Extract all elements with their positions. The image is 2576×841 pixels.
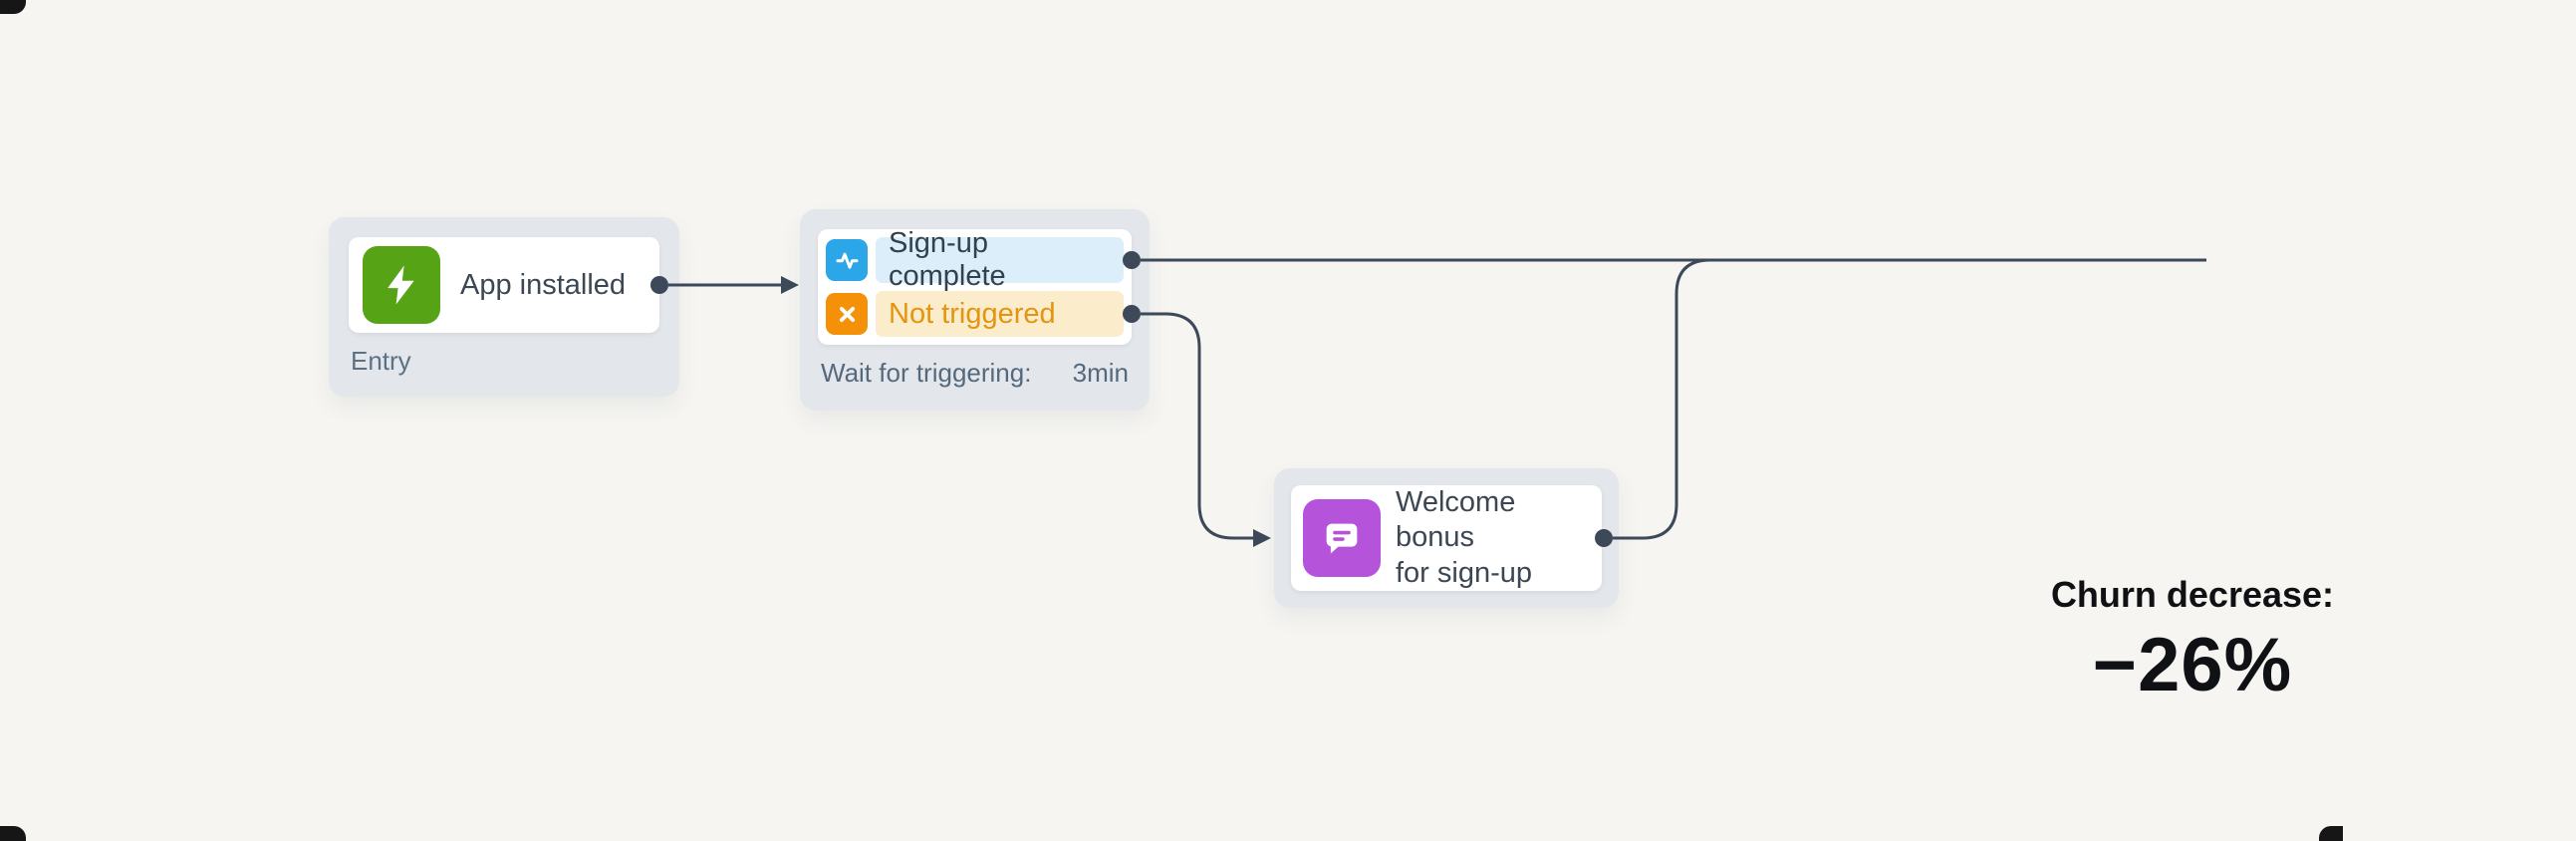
wait-label: Wait for triggering: <box>821 358 1032 388</box>
corner-mark-bottom-right <box>2319 826 2343 841</box>
node-label: App installed <box>460 268 627 301</box>
branch-label: Sign-up complete <box>876 227 1124 292</box>
node-card: Welcome bonus for sign-up <box>1291 485 1602 591</box>
action-label-line1: Welcome bonus <box>1396 485 1516 554</box>
pulse-icon <box>826 239 868 281</box>
node-card: App installed <box>349 237 659 333</box>
node-welcome-bonus[interactable]: Welcome bonus for sign-up <box>1274 468 1619 608</box>
action-label-line2: for sign-up <box>1396 556 1533 589</box>
node-label: Welcome bonus for sign-up <box>1396 485 1590 591</box>
connector-not-triggered-to-action <box>1141 312 1253 540</box>
branch-not-triggered[interactable]: Not triggered <box>826 291 1124 337</box>
node-app-installed[interactable]: App installed Entry <box>329 217 679 397</box>
wait-value: 3min <box>1072 358 1129 388</box>
corner-mark-bottom-left <box>0 826 26 841</box>
node-signup-trigger[interactable]: Sign-up complete Not triggered Wait for … <box>800 209 1150 411</box>
entry-label: Entry <box>351 346 411 376</box>
arrowhead-into-trigger <box>781 276 799 294</box>
churn-stat: Churn decrease: −26% <box>2018 574 2367 708</box>
message-icon <box>1303 499 1381 577</box>
wait-footer: Wait for triggering: 3min <box>818 358 1132 389</box>
churn-stat-value: −26% <box>2092 623 2293 707</box>
churn-stat-title: Churn decrease: <box>2050 574 2335 615</box>
node-card: Sign-up complete Not triggered <box>818 227 1132 345</box>
x-icon <box>826 293 868 335</box>
arrowhead-into-action <box>1253 529 1271 547</box>
branch-signup-complete[interactable]: Sign-up complete <box>826 227 1124 292</box>
branch-label: Not triggered <box>876 291 1124 337</box>
lightning-icon <box>363 246 440 324</box>
corner-mark-top-left <box>0 0 26 14</box>
connector-action-merge <box>1613 258 1721 540</box>
